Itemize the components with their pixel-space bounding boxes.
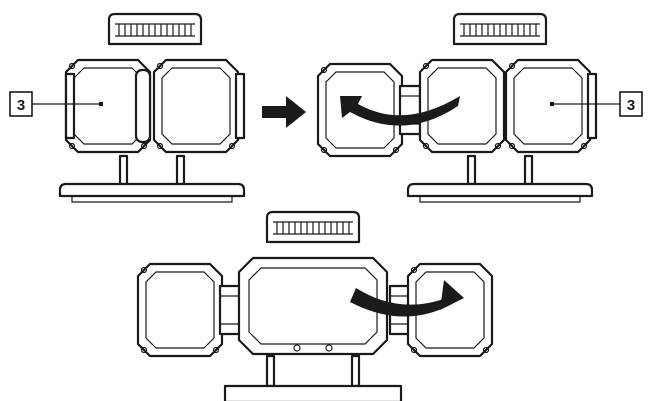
side-fin-left [64, 72, 76, 140]
rotate-arrow-icon [350, 288, 456, 317]
center-clasp [134, 68, 152, 144]
callout-dot-left [99, 102, 103, 106]
side-fin-right [234, 72, 246, 140]
light-step2 [316, 12, 598, 204]
light-step3 [136, 210, 494, 401]
callout-left-label: 3 [17, 97, 25, 114]
callout-dot-right [550, 102, 554, 106]
next-step-arrow-icon [262, 96, 306, 128]
callout-left: 3 [9, 91, 99, 117]
light-folded [58, 12, 246, 204]
rotate-arrow-icon [340, 96, 460, 126]
callout-right-label: 3 [627, 97, 635, 114]
callout-right: 3 [554, 91, 643, 117]
